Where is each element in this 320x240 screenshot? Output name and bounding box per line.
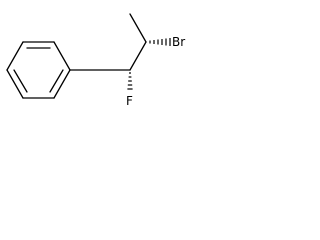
ring-bond — [6, 69, 24, 99]
ring-bond — [53, 41, 71, 71]
fluorine-label: F — [126, 94, 133, 108]
c2-methyl-bond — [129, 13, 147, 43]
ring-double-bond — [49, 69, 64, 93]
c1-c2-bond — [129, 41, 147, 71]
structure-diagram: Br F — [0, 0, 196, 115]
hashed-wedge-f — [127, 72, 133, 90]
ring-bond — [53, 69, 71, 99]
bromine-label: Br — [172, 35, 185, 49]
ring-bond — [6, 41, 24, 71]
ring-double-bond — [13, 69, 28, 93]
molecule-drawing: Br F — [6, 13, 185, 108]
hashed-wedge-br — [149, 38, 171, 46]
